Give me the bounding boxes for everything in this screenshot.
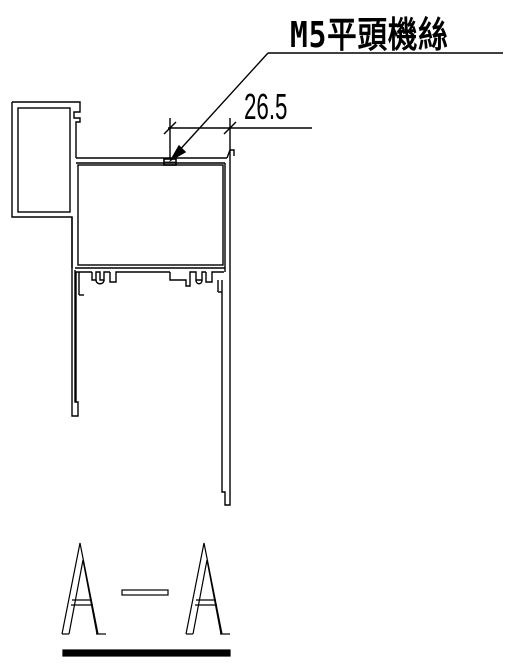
screw-leader-line (175, 52, 269, 155)
section-underline (62, 649, 231, 657)
hollow-chamber (77, 164, 224, 266)
frame-hook-profile (11, 101, 81, 417)
left-inner-wall (71, 217, 84, 402)
top-flange (76, 149, 235, 164)
section-marker (61, 542, 231, 657)
section-letter-left-shape (61, 542, 106, 635)
section-letter-left: A (63, 540, 103, 636)
dimension-tick-right (223, 121, 237, 135)
screw-leader-arrowhead (169, 144, 187, 162)
divider-wall (75, 267, 225, 287)
screw-callout-label: M5平頭機絲 (290, 15, 449, 56)
dimension-tick-left (163, 121, 177, 135)
right-mullion (217, 140, 231, 506)
section-letter-right-shape (185, 542, 230, 635)
section-dash (121, 589, 169, 596)
section-letter-right: A (187, 540, 227, 636)
dimension-label: 26.5 (244, 86, 288, 127)
